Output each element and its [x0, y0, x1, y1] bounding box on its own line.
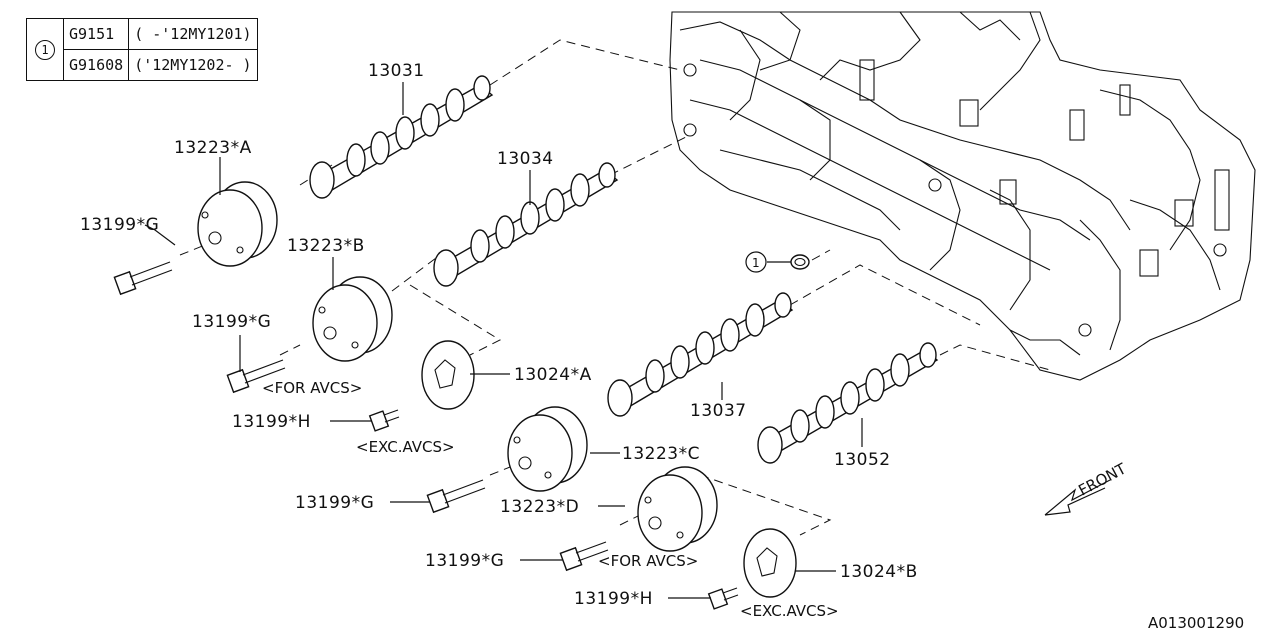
note-exc-avcs-1: <EXC.AVCS>: [356, 438, 455, 456]
note-exc-avcs-2: <EXC.AVCS>: [740, 602, 839, 620]
camshaft-13031: [309, 75, 494, 199]
oring-part: [790, 254, 810, 270]
camshaft-13037: [607, 292, 794, 417]
alignment-lines: [179, 39, 1051, 536]
bolt-13199g-3: [426, 479, 486, 514]
avcs-sprocket-13223c: [507, 406, 588, 492]
legend-part-1: G9151: [62, 18, 130, 50]
bolt-13199h-1: [368, 409, 400, 432]
bolt-13199g-2: [226, 359, 286, 394]
callout-13024a: 13024*A: [514, 365, 592, 385]
callout-13223a: 13223*A: [174, 138, 252, 158]
bolt-13199h-2: [707, 587, 739, 610]
callout-13199h-2: 13199*H: [574, 589, 653, 609]
front-arrow-icon: [1044, 479, 1111, 516]
avcs-sprocket-13223b: [312, 276, 393, 362]
legend-range-1: ( -'12MY1201): [128, 18, 258, 50]
callout-13199g-3: 13199*G: [295, 493, 374, 513]
callout-13052: 13052: [834, 450, 891, 470]
bolt-13199g-4: [559, 541, 609, 572]
bolt-13199g-1: [113, 261, 173, 296]
note-for-avcs-2: <FOR AVCS>: [598, 552, 698, 570]
callout-13223b: 13223*B: [287, 236, 365, 256]
sprocket-13024a: [421, 340, 475, 410]
callout-13199h-1: 13199*H: [232, 412, 311, 432]
diagram-id: A013001290: [1148, 614, 1244, 632]
legend-marker-cell: 1: [26, 18, 64, 81]
front-label: FRONT: [1075, 459, 1129, 499]
callout-13199g-1: 13199*G: [80, 215, 159, 235]
legend-marker: 1: [35, 39, 55, 60]
callout-13223c: 13223*C: [622, 444, 700, 464]
callout-13199g-4: 13199*G: [425, 551, 504, 571]
leader-lines: [144, 82, 863, 599]
callout-13199g-2: 13199*G: [192, 312, 271, 332]
legend-range-2: ('12MY1202- ): [128, 49, 258, 81]
callout-13024b: 13024*B: [840, 562, 918, 582]
engine-cylinder-head: [669, 11, 1256, 381]
note-for-avcs-1: <FOR AVCS>: [262, 379, 362, 397]
avcs-sprocket-13223d: [637, 466, 718, 552]
camshaft-13034: [433, 162, 619, 287]
callout-marker-1: 1: [752, 256, 760, 270]
callout-marker-1-circle: [745, 251, 767, 273]
callout-13034: 13034: [497, 149, 554, 169]
sprocket-13024b: [743, 528, 797, 598]
avcs-sprocket-13223a: [197, 181, 278, 267]
legend-table: 1 G9151 ( -'12MY1201) G91608 ('12MY1202-…: [26, 18, 258, 81]
callout-13037: 13037: [690, 401, 747, 421]
legend-part-2: G91608: [62, 49, 130, 81]
callout-13223d: 13223*D: [500, 497, 579, 517]
callout-13031: 13031: [368, 61, 425, 81]
camshaft-13052: [757, 342, 939, 464]
